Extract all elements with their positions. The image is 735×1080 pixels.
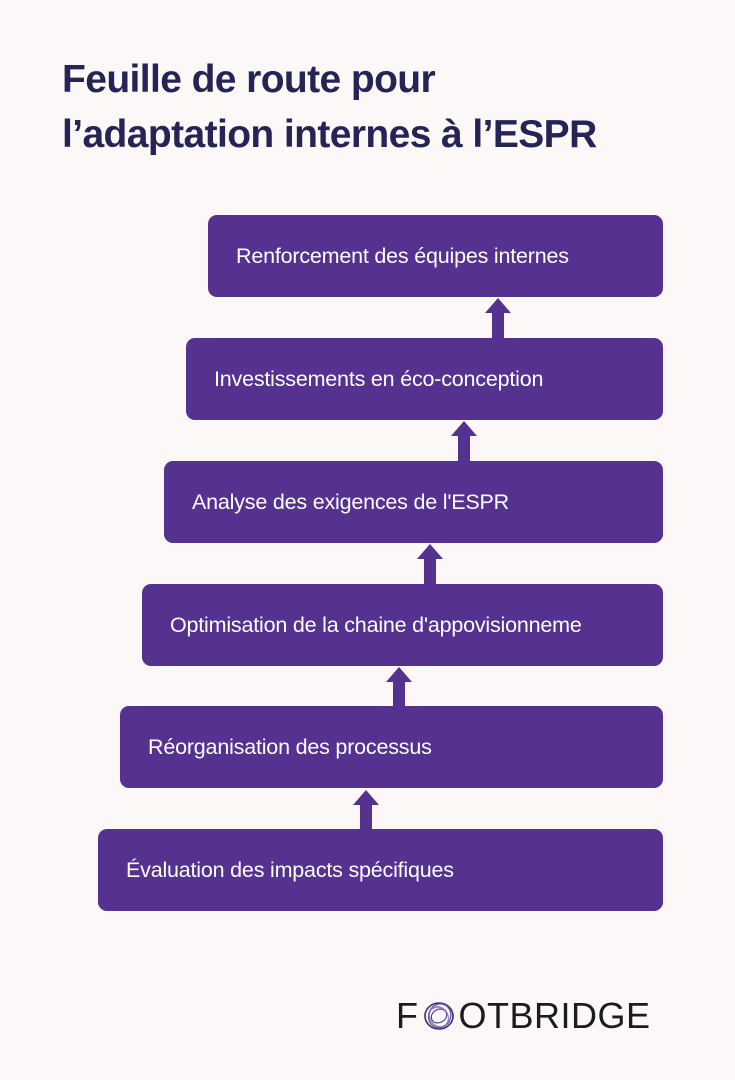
page-title-line-2: l’adaptation internes à l’ESPR (62, 113, 597, 156)
page-title-line-1: Feuille de route pour (62, 58, 436, 101)
step-box-evaluation: Évaluation des impacts spécifiques (98, 829, 663, 911)
page-title: Feuille de route pour l’adaptation inter… (62, 52, 702, 162)
step-label: Renforcement des équipes internes (236, 243, 569, 268)
step-box-renforcement: Renforcement des équipes internes (208, 215, 663, 297)
arrow-up-icon (417, 544, 443, 586)
arrow-up-icon (485, 298, 511, 340)
logo-suffix: OTBRIDGE (458, 995, 651, 1036)
step-label: Analyse des exigences de l'ESPR (192, 489, 510, 514)
step-label: Évaluation des impacts spécifiques (126, 857, 454, 882)
step-label: Investissements en éco-conception (214, 366, 544, 391)
arrow-up-icon (386, 667, 412, 709)
step-label: Optimisation de la chaine d'appovisionne… (170, 612, 582, 637)
logo-prefix: F (396, 995, 419, 1036)
step-box-optimisation: Optimisation de la chaine d'appovisionne… (142, 584, 663, 666)
footbridge-logo: F OTBRIDGE (396, 994, 651, 1038)
step-label: Réorganisation des processus (148, 734, 432, 759)
arrow-up-icon (451, 421, 477, 463)
step-box-investissements: Investissements en éco-conception (186, 338, 663, 420)
step-box-reorganisation: Réorganisation des processus (120, 706, 663, 788)
arrow-up-icon (353, 790, 379, 832)
swirl-o-icon (421, 998, 457, 1034)
step-box-analyse: Analyse des exigences de l'ESPR (164, 461, 663, 543)
